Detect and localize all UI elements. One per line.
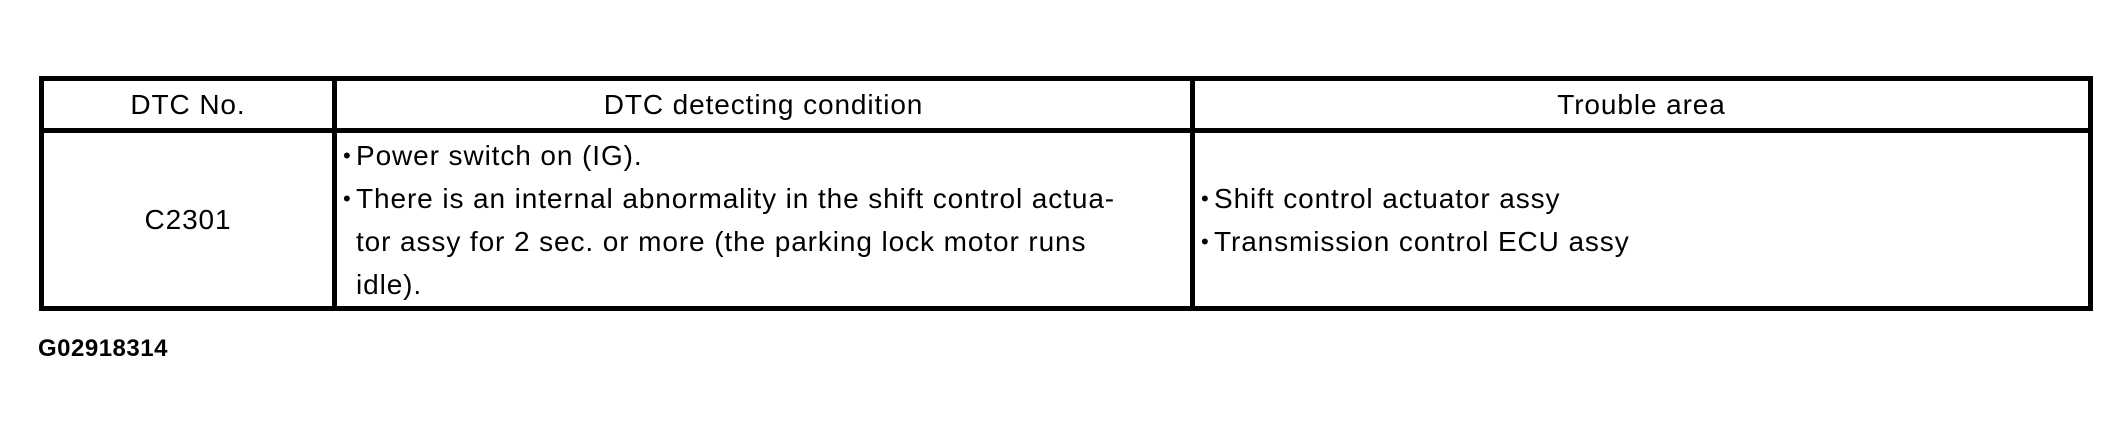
trouble-area-text: Shift control actuator assy — [1214, 182, 1561, 214]
list-item: • Transmission control ECU assy — [1201, 220, 2082, 263]
condition-text: There is an internal abnormality in the … — [356, 182, 1116, 300]
trouble-area-list: • Shift control actuator assy • Transmis… — [1201, 177, 2082, 263]
detecting-condition-list: • Power switch on (IG). • There is an in… — [343, 134, 1184, 306]
trouble-area-text: Transmission control ECU assy — [1214, 225, 1630, 257]
trouble-area-cell: • Shift control actuator assy • Transmis… — [1190, 128, 2093, 311]
detecting-condition-cell: • Power switch on (IG). • There is an in… — [332, 128, 1195, 311]
list-item: • Shift control actuator assy — [1201, 177, 2082, 220]
header-trouble-area: Trouble area — [1190, 76, 2093, 133]
table-row-c2301: C2301 • Power switch on (IG). • There is… — [39, 128, 2093, 311]
header-dtc-no: DTC No. — [39, 76, 337, 133]
bullet-icon: • — [343, 185, 352, 211]
condition-text: Power switch on (IG). — [356, 139, 643, 171]
bullet-icon: • — [343, 142, 352, 168]
figure-id-label: G02918314 — [38, 335, 168, 362]
table-header-row: DTC No. DTC detecting condition Trouble … — [39, 76, 2093, 133]
bullet-icon: • — [1201, 185, 1210, 211]
list-item: • There is an internal abnormality in th… — [343, 177, 1184, 306]
dtc-no-cell: C2301 — [39, 128, 337, 311]
dtc-table: DTC No. DTC detecting condition Trouble … — [39, 76, 2093, 311]
bullet-icon: • — [1201, 228, 1210, 254]
header-detecting-condition: DTC detecting condition — [332, 76, 1195, 133]
list-item: • Power switch on (IG). — [343, 134, 1184, 177]
